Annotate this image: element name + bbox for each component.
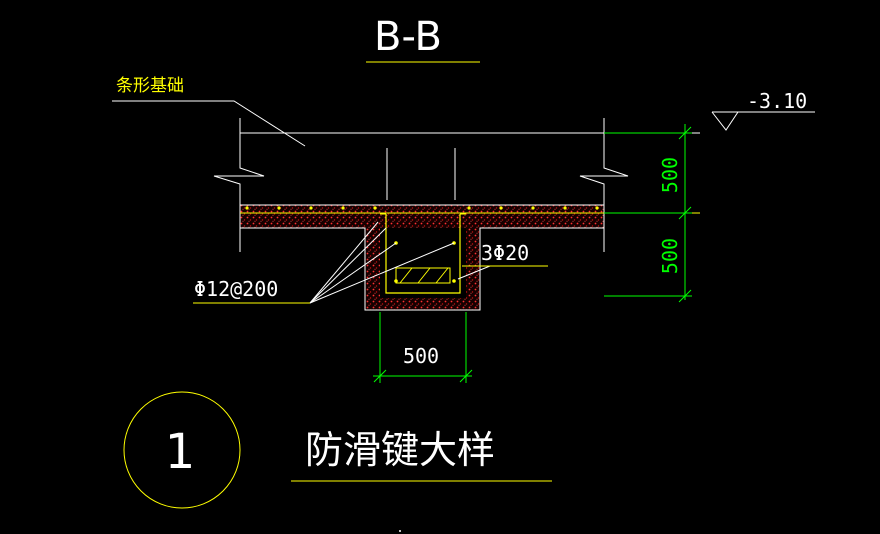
detail-number-circle: [123, 391, 241, 509]
foundation-label: 条形基础: [116, 76, 184, 96]
horizontal-dimension: [373, 312, 473, 383]
elevation-mark: -3.10: [711, 89, 815, 131]
section-title-group: B-B: [366, 14, 480, 63]
dim-width-label: 500: [403, 344, 439, 368]
dim-upper-label: 500: [658, 157, 682, 193]
key-inner-void: [380, 228, 466, 298]
detail-title-group: 防滑键大样: [291, 428, 552, 482]
main-bar-box: [395, 267, 451, 284]
detail-title: 防滑键大样: [305, 428, 495, 472]
foundation-label-group: 条形基础: [112, 76, 306, 147]
cursor-dot: [399, 530, 401, 532]
right-break-line: [579, 118, 629, 252]
foundation-leader: [112, 100, 306, 147]
rebar-main-label: 3Φ20: [481, 241, 529, 265]
dim-lower-label: 500: [658, 238, 682, 274]
foundation-outline: [213, 118, 700, 252]
rebar-leaders: [309, 221, 491, 304]
elevation-triangle: [711, 111, 739, 131]
left-break-line: [213, 118, 265, 252]
rebar-distribution-label: Φ12@200: [194, 277, 278, 301]
detail-marker: 1: [123, 391, 241, 509]
vertical-dimensions: [604, 124, 692, 303]
main-bar-hatch: [399, 267, 449, 284]
detail-number: 1: [165, 424, 196, 480]
rebar-dots-row: [245, 206, 599, 210]
key-stirrup: [385, 214, 461, 294]
elevation-value: -3.10: [747, 89, 807, 113]
section-title: B-B: [374, 14, 442, 60]
